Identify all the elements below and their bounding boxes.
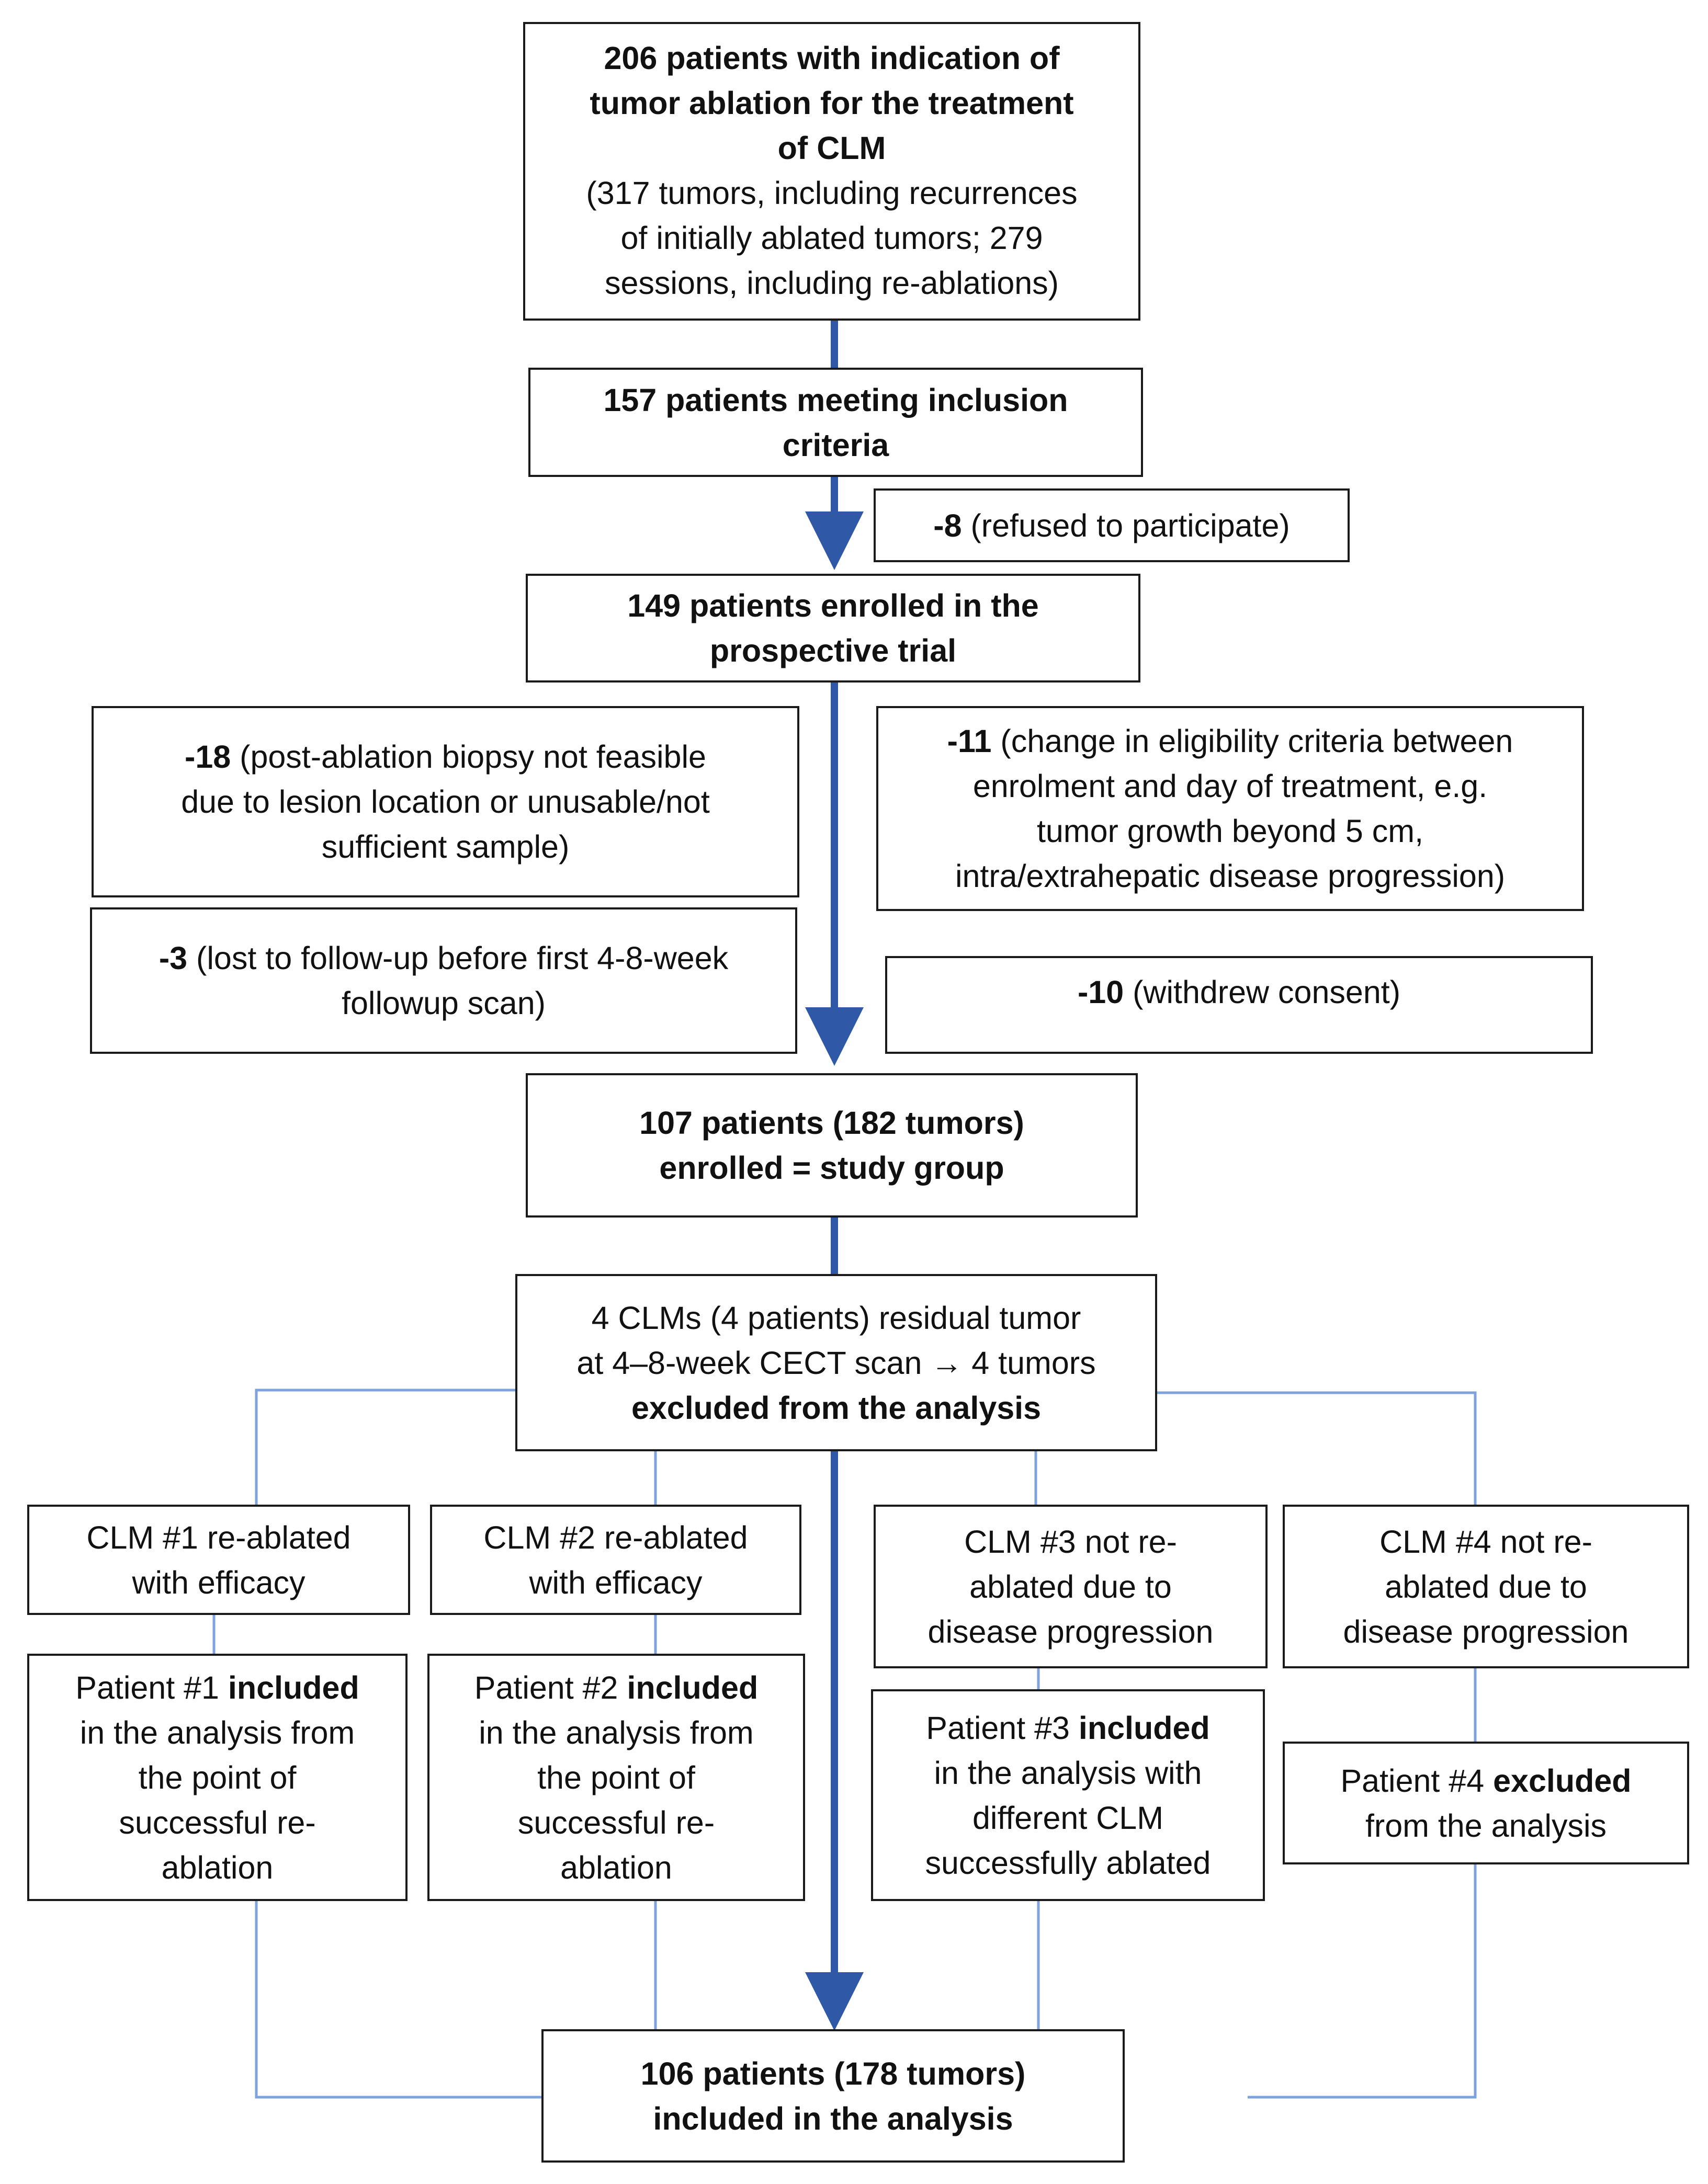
pat1-line: successful re- — [119, 1804, 316, 1840]
final-line: 106 patients (178 tumors) — [640, 2055, 1026, 2091]
study-group-line: enrolled = study group — [659, 1150, 1004, 1186]
box-final-analysis: 106 patients (178 tumors) included in th… — [541, 2029, 1125, 2163]
pat3-line: successfully ablated — [925, 1845, 1211, 1881]
box-clm-4: CLM #4 not re- ablated due to disease pr… — [1283, 1505, 1689, 1668]
clm4-line: CLM #4 not re- — [1379, 1523, 1592, 1560]
box-patient-1: Patient #1 included in the analysis from… — [27, 1654, 408, 1901]
pat2-pre: Patient #2 — [474, 1669, 627, 1705]
clm2-line: with efficacy — [529, 1564, 703, 1600]
lost-count: -3 — [159, 940, 188, 976]
box-clm-1: CLM #1 re-ablated with efficacy — [27, 1505, 410, 1615]
box-enrolled-trial: 149 patients enrolled in the prospective… — [526, 574, 1140, 682]
pat1-first-line: Patient #1 included — [75, 1665, 359, 1710]
clm1-line: with efficacy — [132, 1564, 306, 1600]
pat2-line: successful re- — [517, 1804, 715, 1840]
pat4-pre: Patient #4 — [1340, 1762, 1494, 1799]
box-residual-tumor: 4 CLMs (4 patients) residual tumor at 4–… — [515, 1274, 1157, 1451]
box-clm-3: CLM #3 not re- ablated due to disease pr… — [874, 1505, 1268, 1668]
pat2-line: the point of — [537, 1759, 695, 1795]
refused-line: -8 (refused to participate) — [933, 503, 1290, 548]
final-line: included in the analysis — [653, 2100, 1013, 2136]
box-excluded-eligibility: -11 (change in eligibility criteria betw… — [876, 706, 1584, 911]
pat1-pre: Patient #1 — [75, 1669, 228, 1705]
box-inclusion-criteria: 157 patients meeting inclusion criteria — [528, 368, 1143, 477]
inclusion-line: 157 patients meeting inclusion — [603, 382, 1068, 418]
pat2-line: in the analysis from — [479, 1714, 754, 1750]
start-detail-line: (317 tumors, including recurrences — [586, 175, 1078, 211]
pat3-line: in the analysis with — [934, 1755, 1202, 1791]
enrolled-line: prospective trial — [709, 633, 957, 668]
eligibility-line-4: intra/extrahepatic disease progression) — [955, 858, 1506, 894]
pat2-status: included — [627, 1669, 759, 1705]
box-patient-2: Patient #2 included in the analysis from… — [427, 1654, 805, 1901]
pat2-first-line: Patient #2 included — [474, 1665, 758, 1710]
branch-right-line — [1157, 1391, 1477, 1505]
eligibility-text: (change in eligibility criteria between — [991, 723, 1513, 759]
clm2-line: CLM #2 re-ablated — [483, 1519, 748, 1555]
clm1-line: CLM #1 re-ablated — [86, 1519, 351, 1555]
refused-count: -8 — [933, 507, 962, 543]
residual-line-1: 4 CLMs (4 patients) residual tumor — [591, 1300, 1081, 1336]
pat3-status: included — [1078, 1710, 1210, 1746]
study-group-line: 107 patients (182 tumors) — [639, 1105, 1024, 1141]
start-detail-line: of initially ablated tumors; 279 — [620, 220, 1043, 256]
pat1-line: the point of — [138, 1759, 297, 1795]
withdrew-text: (withdrew consent) — [1124, 974, 1401, 1010]
clm3-line: disease progression — [927, 1613, 1214, 1650]
pat3-first-line: Patient #3 included — [926, 1705, 1209, 1750]
box-study-group: 107 patients (182 tumors) enrolled = stu… — [526, 1073, 1138, 1218]
clm4-line: ablated due to — [1385, 1568, 1587, 1605]
clm3-line: CLM #3 not re- — [964, 1523, 1177, 1560]
box-excluded-biopsy: -18 (post-ablation biopsy not feasible d… — [92, 706, 799, 897]
pat1-status: included — [228, 1669, 359, 1705]
box-clm-2: CLM #2 re-ablated with efficacy — [430, 1505, 801, 1615]
biopsy-line-3: sufficient sample) — [321, 829, 570, 864]
eligibility-count: -11 — [947, 723, 992, 759]
pat4-status: excluded — [1493, 1762, 1632, 1799]
box-lost-followup: -3 (lost to follow-up before first 4-8-w… — [90, 907, 797, 1054]
clm4-line: disease progression — [1343, 1613, 1629, 1650]
refused-text: (refused to participate) — [962, 507, 1290, 543]
start-title-line: tumor ablation for the treatment — [590, 85, 1074, 121]
pat1-line: in the analysis from — [80, 1714, 355, 1750]
start-title-line: 206 patients with indication of — [604, 40, 1060, 76]
box-refused: -8 (refused to participate) — [874, 488, 1350, 562]
residual-line-2: at 4–8-week CECT scan → 4 tumors — [576, 1345, 1096, 1381]
inclusion-line: criteria — [782, 427, 889, 463]
pat3-pre: Patient #3 — [926, 1710, 1079, 1746]
biopsy-text: (post-ablation biopsy not feasible — [231, 739, 706, 775]
biopsy-line-2: due to lesion location or unusable/not — [181, 784, 710, 820]
pat1-line: ablation — [161, 1849, 274, 1885]
biopsy-count: -18 — [185, 739, 231, 775]
merge-left-line — [255, 1901, 541, 2099]
box-initial-patients: 206 patients with indication of tumor ab… — [523, 22, 1140, 321]
clm3-line: ablated due to — [969, 1568, 1172, 1605]
eligibility-line-1: -11 (change in eligibility criteria betw… — [947, 719, 1513, 764]
merge-right-line — [1248, 1864, 1477, 2099]
pat3-line: different CLM — [972, 1800, 1164, 1836]
branch-left-line — [255, 1389, 515, 1505]
enrolled-line: 149 patients enrolled in the — [627, 588, 1039, 623]
eligibility-line-3: tumor growth beyond 5 cm, — [1036, 813, 1424, 849]
pat4-line: from the analysis — [1365, 1807, 1607, 1844]
pat2-line: ablation — [560, 1849, 672, 1885]
residual-line-3: excluded from the analysis — [631, 1390, 1042, 1426]
pat4-first-line: Patient #4 excluded — [1340, 1758, 1631, 1803]
lost-line-2: followup scan) — [342, 985, 546, 1021]
start-detail-line: sessions, including re-ablations) — [605, 265, 1059, 301]
withdrew-count: -10 — [1077, 974, 1124, 1010]
start-title-line: of CLM — [777, 130, 886, 166]
lost-line-1: -3 (lost to follow-up before first 4-8-w… — [159, 936, 728, 981]
box-patient-4: Patient #4 excluded from the analysis — [1283, 1742, 1689, 1864]
lost-text: (lost to follow-up before first 4-8-week — [187, 940, 729, 976]
biopsy-line-1: -18 (post-ablation biopsy not feasible — [185, 734, 706, 779]
eligibility-line-2: enrolment and day of treatment, e.g. — [972, 768, 1488, 804]
box-withdrew-consent: -10 (withdrew consent) — [885, 956, 1593, 1054]
withdrew-line: -10 (withdrew consent) — [1078, 970, 1400, 1015]
box-patient-3: Patient #3 included in the analysis with… — [871, 1689, 1265, 1901]
